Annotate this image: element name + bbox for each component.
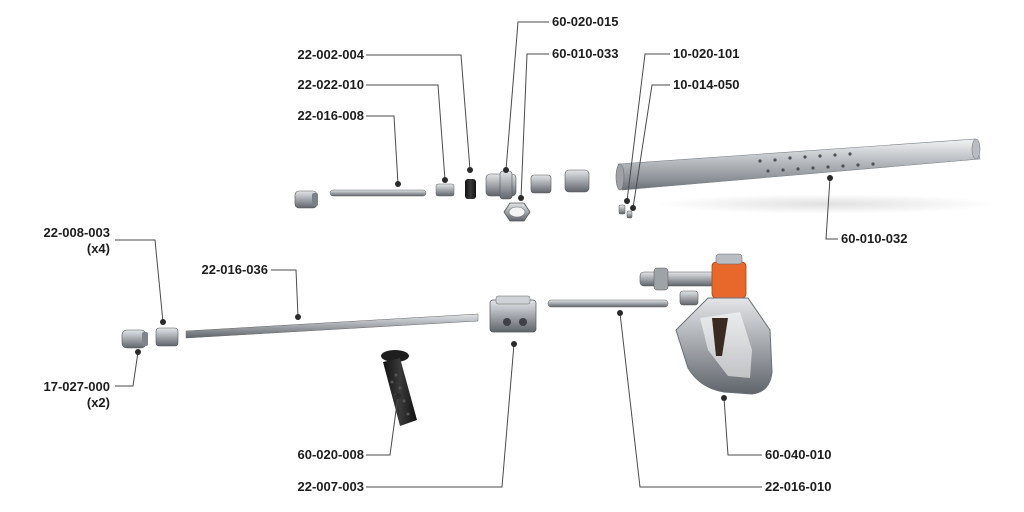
- label-60-010-032: 60-010-032: [841, 231, 908, 246]
- label-22-016-010: 22-016-010: [765, 479, 832, 494]
- label-10-014-050: 10-014-050: [673, 77, 740, 92]
- label-60-020-015: 60-020-015: [552, 14, 619, 29]
- end-cap-part: [294, 190, 318, 209]
- rod-22-016-010-part: [547, 299, 669, 308]
- grip-handle-60-020-008-part: [381, 350, 417, 426]
- label-22-008-003-number: 22-008-003: [43, 225, 111, 240]
- label-17-027-000-quantity: (x2): [86, 395, 110, 410]
- label-22-008-003: 22-008-003 (x4): [20, 225, 111, 257]
- label-10-020-101: 10-020-101: [673, 46, 740, 61]
- label-17-027-000-number: 17-027-000: [43, 379, 111, 394]
- hex-nut-60-010-033-part: [503, 202, 531, 222]
- screw-10-020-101-part: [618, 204, 626, 215]
- label-22-008-003-quantity: (x4): [86, 241, 110, 256]
- tee-block-22-007-003-part: [489, 295, 537, 333]
- screw-10-014-050-part: [626, 210, 633, 219]
- label-60-010-033: 60-010-033: [552, 46, 619, 61]
- coupling-part: [530, 174, 552, 194]
- end-cap-17-027-000-part: [121, 329, 148, 349]
- spray-gun-60-040-010-part: [639, 253, 773, 395]
- fitting-part: [679, 290, 699, 306]
- rod-22-016-036-part: [185, 313, 479, 339]
- label-22-022-010: 22-022-010: [297, 77, 365, 92]
- perforated-tube-60-010-032-part: [615, 138, 996, 214]
- label-60-020-008: 60-020-008: [297, 447, 365, 462]
- label-22-016-036: 22-016-036: [201, 262, 269, 277]
- label-22-007-003: 22-007-003: [297, 479, 365, 494]
- rod-22-016-008-part: [329, 189, 427, 197]
- label-22-002-004: 22-002-004: [297, 47, 365, 62]
- label-17-027-000: 17-027-000 (x2): [20, 379, 111, 411]
- label-22-016-008: 22-016-008: [297, 108, 365, 123]
- fitting-22-022-010-part: [435, 183, 455, 197]
- nut-22-008-003-part: [155, 327, 179, 347]
- o-ring-22-002-004-part: [465, 179, 476, 199]
- label-60-040-010: 60-040-010: [765, 447, 832, 462]
- coupling-part: [564, 169, 590, 193]
- connector-60-020-015-part: [485, 170, 517, 200]
